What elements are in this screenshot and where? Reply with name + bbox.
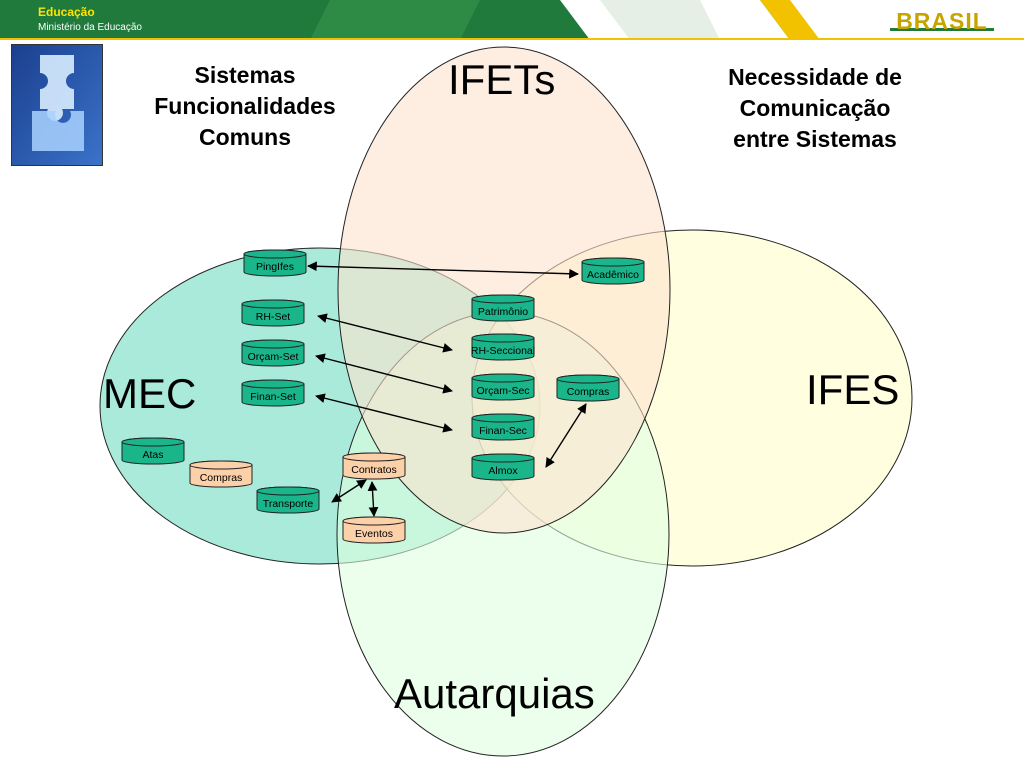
link-contratos-transporte <box>331 479 367 503</box>
db-eventos: Eventos <box>342 516 406 544</box>
set-label-ifets: IFETs <box>448 56 556 103</box>
db-label: Finan-Sec <box>479 425 527 437</box>
right-heading-line: Necessidade de <box>728 64 902 90</box>
db-patrimonio: Patrimônio <box>471 294 535 322</box>
left-heading: Sistemas Funcionalidades Comuns <box>120 60 370 153</box>
puzzle-image <box>11 44 103 166</box>
header-background <box>0 0 1024 40</box>
db-contratos: Contratos <box>342 452 406 480</box>
db-finan-sec: Finan-Sec <box>471 413 535 441</box>
brasil-logo-text: BRASIL <box>896 8 988 34</box>
link-finan-set-finan-sec <box>315 393 453 433</box>
db-atas: Atas <box>121 437 185 465</box>
right-heading: Necessidade de Comunicação entre Sistema… <box>680 62 950 155</box>
db-finan-set: Finan-Set <box>241 379 305 407</box>
db-label: Orçam-Sec <box>476 385 529 397</box>
db-label: RH-Seccional <box>471 345 535 357</box>
db-compras-mec: Compras <box>189 460 253 488</box>
right-heading-line: entre Sistemas <box>733 126 897 152</box>
db-label: Almox <box>488 465 518 477</box>
db-rh-set: RH-Set <box>241 299 305 327</box>
brasil-logo: BRASIL <box>890 8 994 34</box>
db-label: RH-Set <box>256 311 291 323</box>
db-label: Compras <box>567 386 610 398</box>
db-label: Eventos <box>355 528 393 540</box>
db-label: Orçam-Set <box>248 351 299 363</box>
link-rh-set-rh-seccional <box>317 313 453 353</box>
db-label: Compras <box>200 472 243 484</box>
db-orcam-sec: Orçam-Sec <box>471 373 535 401</box>
link-pingifes-academico <box>307 261 579 279</box>
header-subtitle: Ministério da Educação <box>38 22 142 33</box>
link-contratos-eventos <box>367 481 379 517</box>
db-rh-seccional: RH-Seccional <box>471 333 535 361</box>
left-heading-line: Sistemas <box>194 62 296 88</box>
db-orcam-set: Orçam-Set <box>241 339 305 367</box>
header-bar: Educação Ministério da Educação BRASIL <box>0 0 1024 40</box>
set-label-mec: MEC <box>103 370 197 417</box>
db-label: Atas <box>142 449 163 461</box>
db-transporte: Transporte <box>256 486 320 514</box>
left-heading-line: Funcionalidades <box>154 93 336 119</box>
right-heading-line: Comunicação <box>739 95 891 121</box>
db-label: PingIfes <box>256 261 294 273</box>
link-compras-ifes-almox <box>545 403 587 468</box>
left-heading-line: Comuns <box>199 124 291 150</box>
db-label: Contratos <box>351 464 397 476</box>
header-title: Educação <box>38 5 95 19</box>
db-pingifes: PingIfes <box>243 249 307 277</box>
db-label: Finan-Set <box>250 391 296 403</box>
link-orcam-set-orcam-sec <box>315 353 453 394</box>
set-label-autarquias: Autarquias <box>394 670 595 717</box>
db-almox: Almox <box>471 453 535 481</box>
db-label: Patrimônio <box>478 306 528 318</box>
db-compras-ifes: Compras <box>556 374 620 402</box>
db-label: Transporte <box>263 498 314 510</box>
set-label-ifes: IFES <box>806 366 900 413</box>
db-academico: Acadêmico <box>581 257 645 285</box>
db-label: Acadêmico <box>587 269 639 281</box>
